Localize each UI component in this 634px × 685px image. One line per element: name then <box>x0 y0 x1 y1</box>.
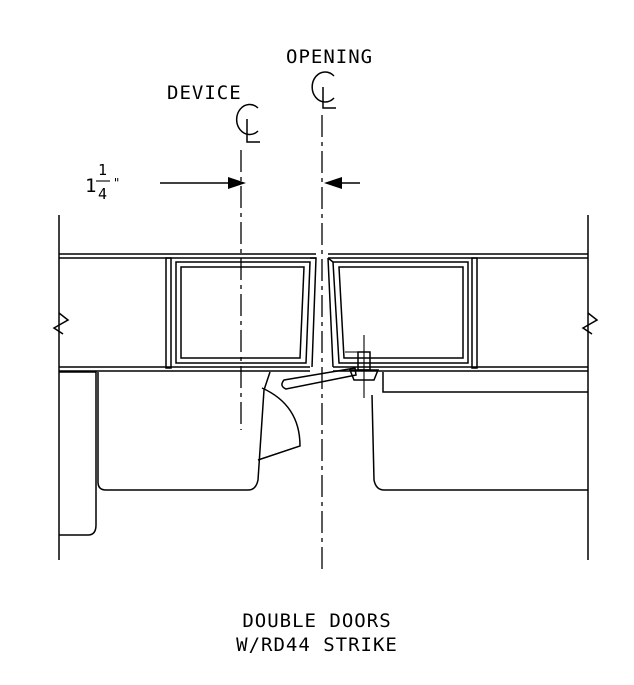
device-label: DEVICE <box>167 82 242 104</box>
right-door-profile <box>327 257 478 369</box>
device-centerline-symbol <box>235 103 260 143</box>
break-marks <box>52 312 599 335</box>
dimension-whole: 1 <box>85 175 96 197</box>
dimension-arrow-left <box>160 177 246 189</box>
strike-body <box>345 335 380 398</box>
strike-lever <box>281 367 357 390</box>
frame-walls <box>58 215 589 560</box>
opening-centerline-symbol <box>311 71 336 109</box>
dimension-label: 1 1 4 " <box>85 161 120 203</box>
caption-line-1: DOUBLE DOORS <box>242 610 391 632</box>
door-rails <box>59 253 588 372</box>
dimension-arrow-right <box>324 177 360 189</box>
caption-line-2: W/RD44 STRIKE <box>236 634 398 656</box>
left-device-housing <box>59 371 301 536</box>
right-device-housing <box>371 372 588 491</box>
left-door-profile <box>165 257 317 369</box>
dimension-numerator: 1 <box>98 161 107 179</box>
dimension-denominator: 4 <box>98 185 107 203</box>
dimension-unit: " <box>113 176 120 190</box>
opening-label: OPENING <box>286 46 373 68</box>
